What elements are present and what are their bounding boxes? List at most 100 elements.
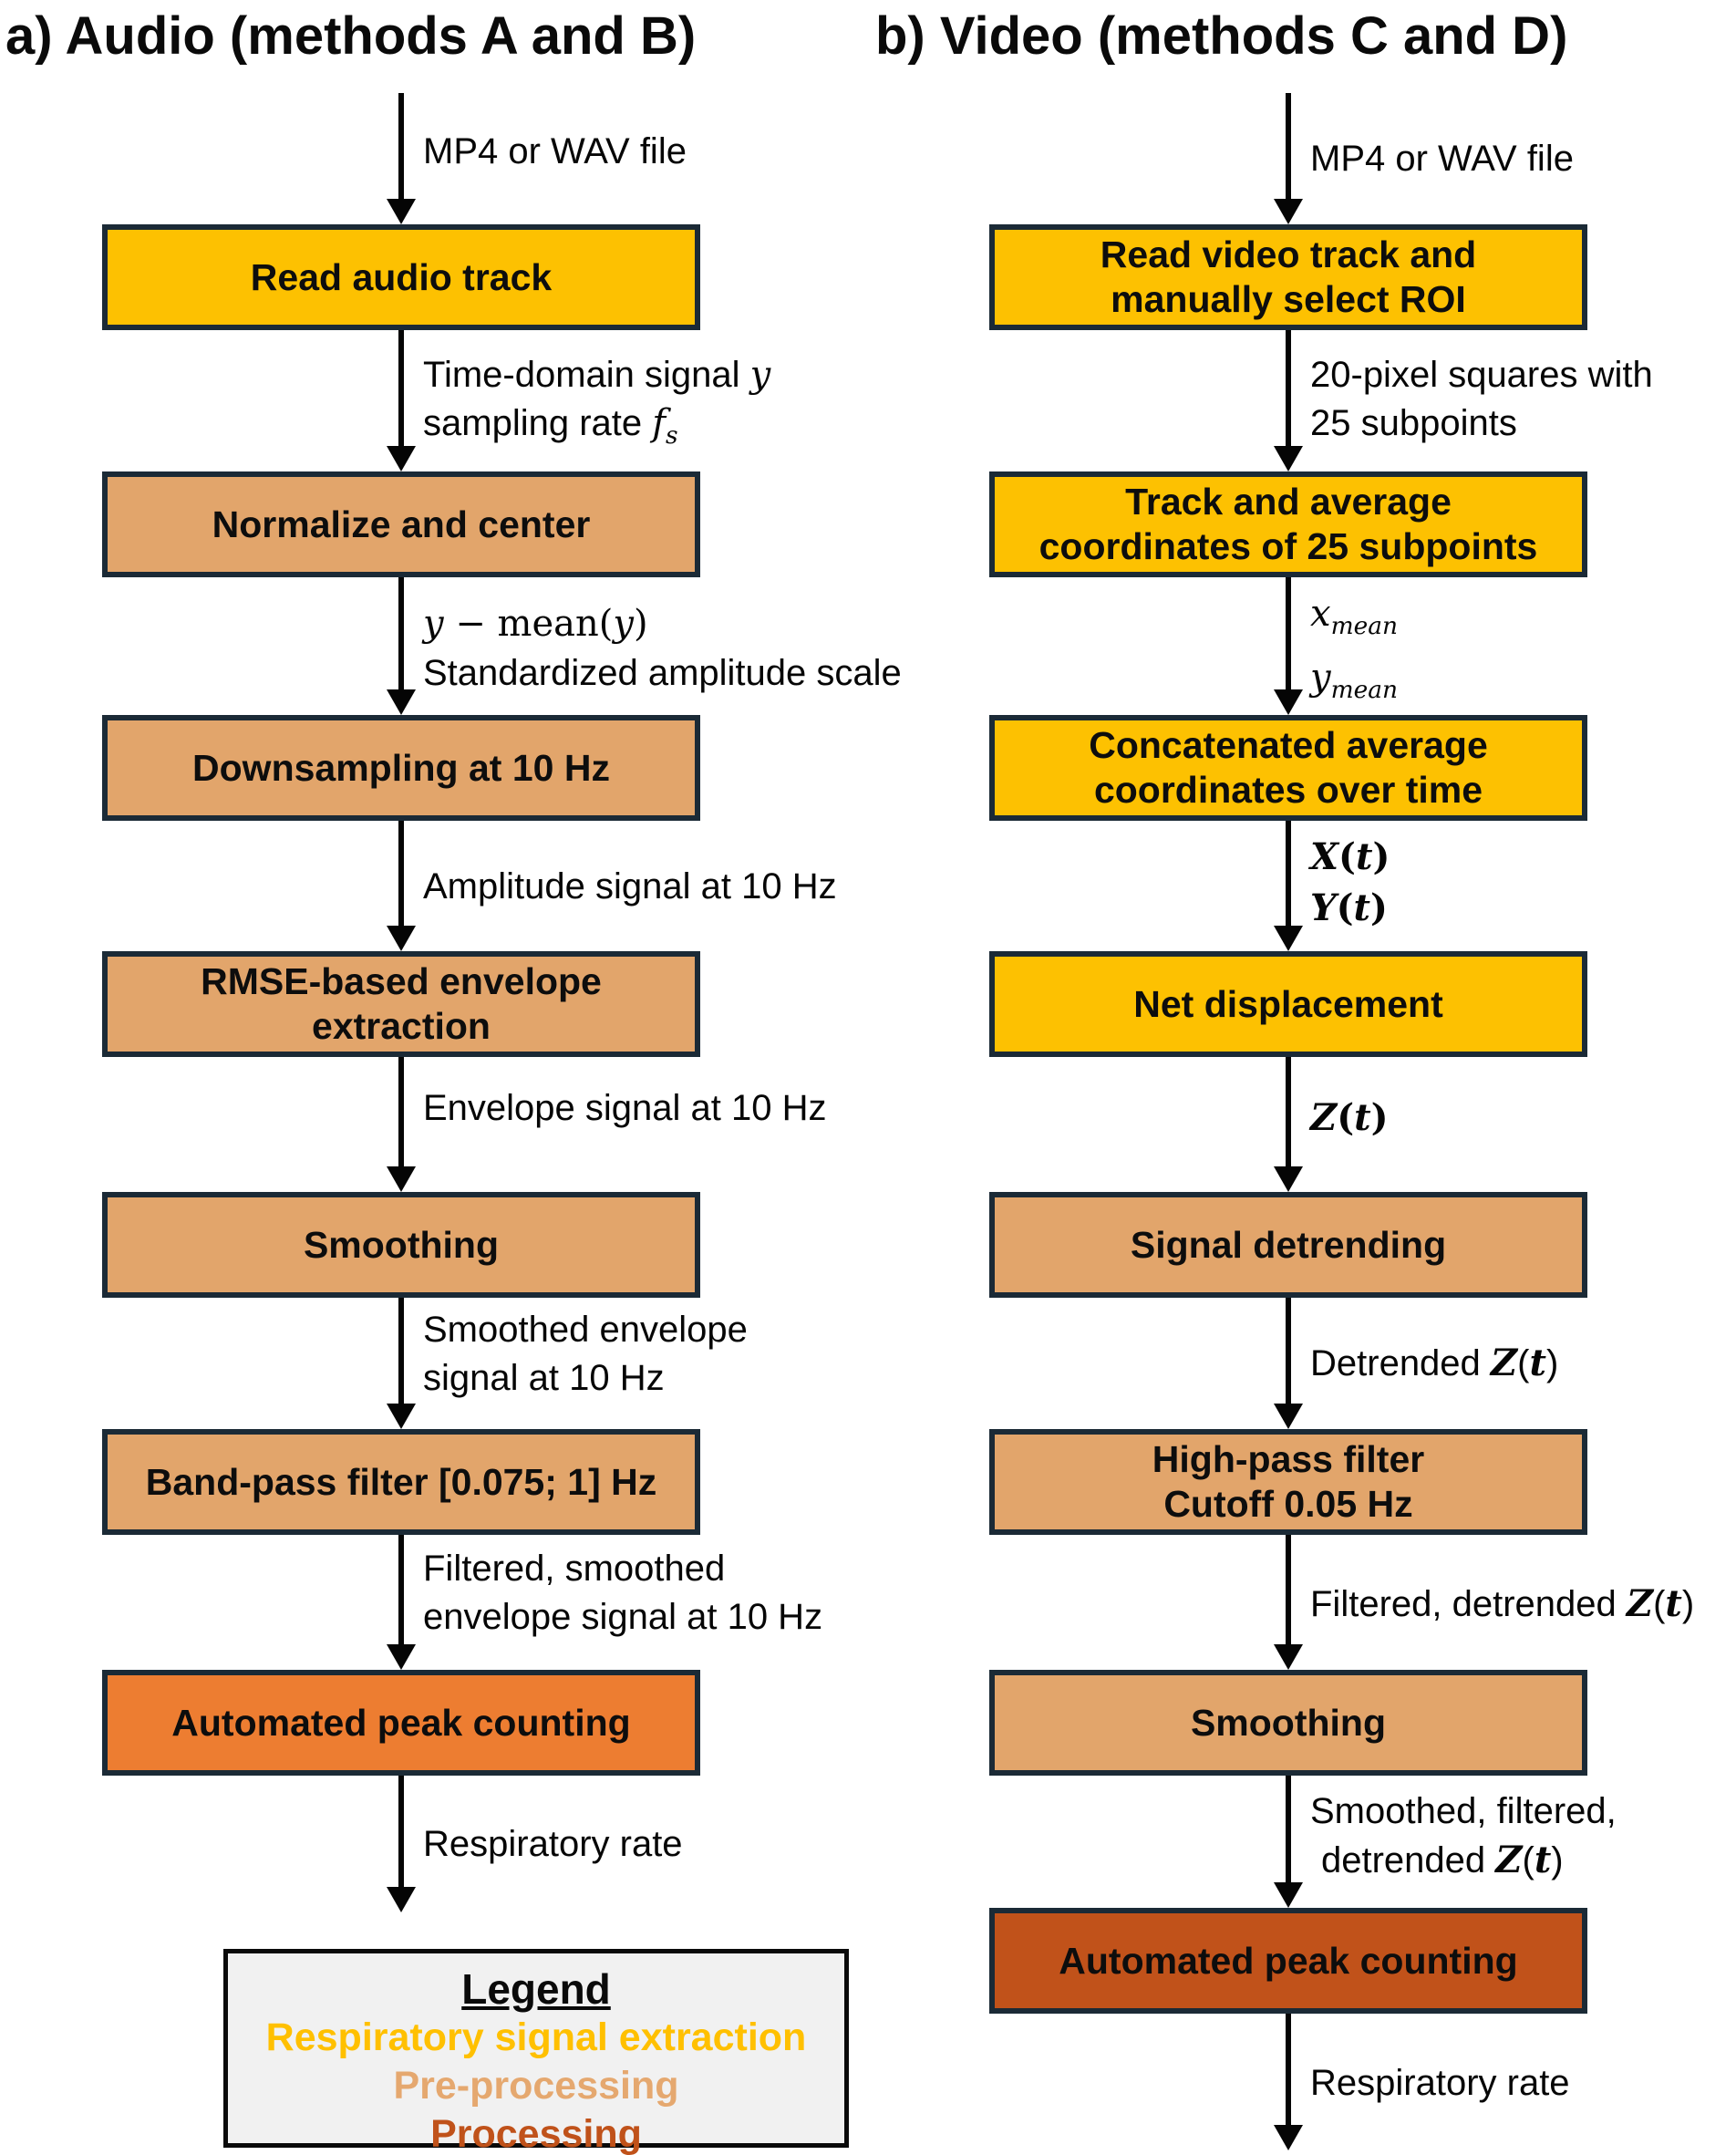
- arrow-head-icon: [387, 1404, 416, 1429]
- edge-label-line: 20-pixel squares with: [1310, 355, 1653, 395]
- arrow-shaft: [398, 1057, 404, 1168]
- flow-box-net-displacement: Net displacement: [989, 951, 1587, 1057]
- box-label: Read video track and: [1100, 233, 1477, 275]
- edge-label-line: Respiratory rate: [1310, 2063, 1570, 2103]
- legend-box: Legend Respiratory signal extraction Pre…: [223, 1949, 849, 2155]
- arrow-shaft: [398, 93, 404, 201]
- arrow-shaft: [1286, 1535, 1291, 1646]
- box-label: coordinates over time: [1093, 769, 1483, 811]
- edge-label-line: xmean: [1310, 593, 1398, 640]
- arrow-head-icon: [387, 199, 416, 224]
- box-label: Band-pass filter [0.075; 1] Hz: [145, 1460, 657, 1503]
- edge-label-line: y − mean(y): [423, 603, 648, 645]
- edge-label-line: sampling rate fs: [423, 402, 678, 450]
- arrow-shaft: [398, 1535, 404, 1646]
- edge-label-line: signal at 10 Hz: [423, 1358, 665, 1398]
- edge-label-detrended-z: Detrended Z(t): [1310, 1339, 1558, 1388]
- edge-label-line: X(t): [1310, 835, 1390, 878]
- edge-label-line: Amplitude signal at 10 Hz: [423, 866, 837, 907]
- edge-label-smoothed-filtered-detrended: Smoothed, filtered, detrended Z(t): [1310, 1787, 1617, 1885]
- edge-label-smoothed-envelope: Smoothed envelope signal at 10 Hz: [423, 1306, 748, 1403]
- arrow-head-icon: [1274, 689, 1303, 715]
- box-label: extraction: [312, 1005, 491, 1047]
- edge-label-line: Smoothed envelope: [423, 1310, 748, 1350]
- edge-label-line: MP4 or WAV file: [423, 131, 687, 171]
- edge-label-line: Y(t): [1310, 886, 1388, 929]
- box-label: Concatenated average: [1089, 724, 1488, 766]
- flow-box-track-average-subpoints: Track and average coordinates of 25 subp…: [989, 471, 1587, 577]
- box-label: Normalize and center: [212, 502, 591, 545]
- arrow-shaft: [398, 821, 404, 927]
- flow-box-signal-detrending: Signal detrending: [989, 1192, 1587, 1298]
- flow-box-bandpass-filter: Band-pass filter [0.075; 1] Hz: [102, 1429, 700, 1535]
- flow-box-peak-counting-video: Automated peak counting: [989, 1908, 1587, 2014]
- arrow-head-icon: [1274, 1644, 1303, 1670]
- legend-item-processing: Processing: [430, 2112, 642, 2155]
- box-label: Net displacement: [1133, 982, 1443, 1025]
- arrow-head-icon: [1274, 926, 1303, 951]
- box-label: Automated peak counting: [171, 1701, 631, 1744]
- arrow-head-icon: [1274, 1166, 1303, 1192]
- edge-label-mean-coordinates: xmean ymean: [1310, 588, 1398, 716]
- arrow-shaft: [1286, 2014, 1291, 2127]
- arrow-head-icon: [387, 689, 416, 715]
- edge-label-respiratory-rate-video: Respiratory rate: [1310, 2059, 1570, 2108]
- arrow-shaft: [1286, 577, 1291, 691]
- edge-label-line: Standardized amplitude scale: [423, 653, 902, 693]
- box-label: High-pass filter: [1152, 1438, 1425, 1480]
- arrow-shaft: [398, 577, 404, 691]
- arrow-head-icon: [1274, 1882, 1303, 1908]
- edge-label-line: Envelope signal at 10 Hz: [423, 1088, 827, 1128]
- arrow-shaft: [1286, 1057, 1291, 1168]
- edge-label-filtered-smoothed: Filtered, smoothed envelope signal at 10…: [423, 1545, 822, 1642]
- edge-label-line: detrended Z(t): [1321, 1839, 1564, 1881]
- flow-box-downsampling: Downsampling at 10 Hz: [102, 715, 700, 821]
- edge-label-mean-centered: y − mean(y) Standardized amplitude scale: [423, 598, 902, 698]
- edge-label-amplitude-signal: Amplitude signal at 10 Hz: [423, 863, 837, 911]
- edge-label-line: ymean: [1310, 657, 1398, 704]
- edge-label-audio-input: MP4 or WAV file: [423, 128, 687, 176]
- arrow-head-icon: [387, 926, 416, 951]
- arrow-shaft: [1286, 821, 1291, 927]
- arrow-head-icon: [387, 1166, 416, 1192]
- box-label: Signal detrending: [1130, 1223, 1447, 1266]
- arrow-shaft: [1286, 330, 1291, 448]
- arrow-head-icon: [1274, 2125, 1303, 2150]
- flow-box-read-video-roi: Read video track and manually select ROI: [989, 224, 1587, 330]
- legend-title: Legend: [461, 1965, 611, 2013]
- arrow-head-icon: [1274, 1404, 1303, 1429]
- arrow-shaft: [1286, 1776, 1291, 1884]
- flow-box-normalize-center: Normalize and center: [102, 471, 700, 577]
- video-column-title: b) Video (methods C and D): [875, 6, 1568, 66]
- flow-box-peak-counting-audio: Automated peak counting: [102, 1670, 700, 1776]
- flow-box-smoothing-audio: Smoothing: [102, 1192, 700, 1298]
- edge-label-line: Detrended Z(t): [1310, 1342, 1559, 1384]
- edge-label-respiratory-rate-audio: Respiratory rate: [423, 1820, 683, 1869]
- arrow-shaft: [1286, 1298, 1291, 1405]
- arrow-head-icon: [387, 1644, 416, 1670]
- edge-label-line: 25 subpoints: [1310, 403, 1517, 443]
- edge-label-xy-over-time: X(t) Y(t): [1310, 832, 1390, 934]
- flow-box-rmse-envelope: RMSE-based envelope extraction: [102, 951, 700, 1057]
- arrow-head-icon: [387, 1887, 416, 1912]
- flow-box-highpass-filter: High-pass filter Cutoff 0.05 Hz: [989, 1429, 1587, 1535]
- arrow-shaft: [398, 330, 404, 448]
- arrow-head-icon: [1274, 446, 1303, 471]
- arrow-shaft: [398, 1776, 404, 1889]
- edge-label-line: Respiratory rate: [423, 1824, 683, 1864]
- box-label: RMSE-based envelope: [201, 960, 602, 1002]
- edge-label-pixel-squares: 20-pixel squares with 25 subpoints: [1310, 351, 1653, 448]
- edge-label-line: Z(t): [1310, 1096, 1389, 1139]
- arrow-shaft: [1286, 93, 1291, 201]
- box-label: manually select ROI: [1111, 278, 1466, 320]
- box-label: Downsampling at 10 Hz: [192, 746, 610, 789]
- box-label: Cutoff 0.05 Hz: [1163, 1483, 1413, 1525]
- box-label: Track and average: [1125, 481, 1452, 523]
- edge-label-time-domain-signal: Time-domain signal y sampling rate fs: [423, 351, 770, 460]
- arrow-head-icon: [1274, 199, 1303, 224]
- flow-box-read-audio-track: Read audio track: [102, 224, 700, 330]
- edge-label-envelope-signal: Envelope signal at 10 Hz: [423, 1084, 827, 1133]
- edge-label-line: Filtered, detrended Z(t): [1310, 1582, 1695, 1625]
- flow-box-concatenated-coordinates: Concatenated average coordinates over ti…: [989, 715, 1587, 821]
- edge-label-z-of-t: Z(t): [1310, 1093, 1389, 1144]
